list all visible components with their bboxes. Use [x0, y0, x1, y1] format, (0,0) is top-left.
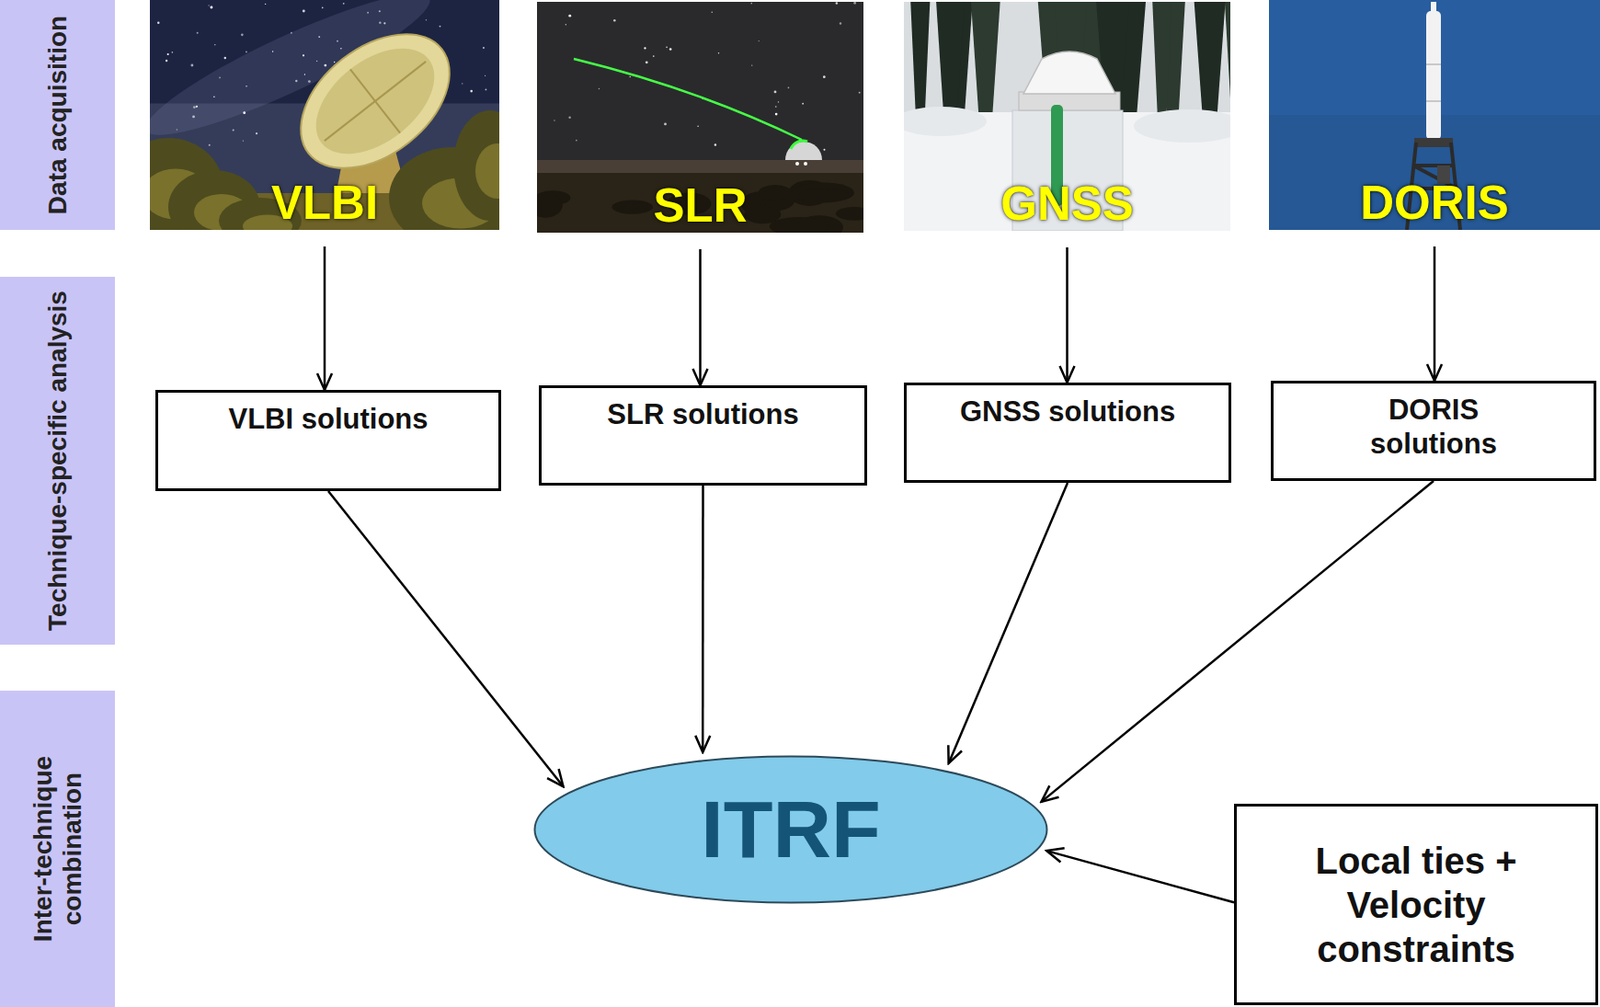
technique-photo: DORIS	[1268, 0, 1600, 230]
rotated-holder: Inter-technique combination	[27, 704, 87, 994]
rotated-holder: Technique-specific analysis	[42, 290, 72, 631]
flow-arrow	[1433, 246, 1437, 381]
row-label: Technique-specific analysis	[42, 290, 72, 631]
technique-photo: SLR	[537, 1, 864, 233]
row-label: Data acquisition	[42, 13, 72, 217]
flow-arrow	[1046, 850, 1235, 903]
node-label: ITRF	[700, 788, 881, 870]
node-label: VLBI solutions	[228, 401, 429, 436]
technique-photo: VLBI	[149, 0, 500, 230]
technique-name: DORIS	[1360, 179, 1509, 227]
row-band: Technique-specific analysis	[0, 276, 115, 645]
result-ellipse: ITRF	[533, 754, 1049, 904]
solution-box: SLR solutions	[538, 385, 868, 486]
flow-arrow	[323, 246, 327, 390]
solution-box: GNSS solutions	[903, 382, 1232, 483]
solution-box: DORIS solutions	[1270, 380, 1597, 481]
input-box: Local ties + Velocity constraints	[1234, 803, 1599, 1006]
technique-name: SLR	[653, 182, 748, 229]
technique-name: GNSS	[1000, 180, 1134, 228]
row-band: Inter-technique combination	[0, 690, 115, 1007]
flow-arrow	[1040, 480, 1434, 802]
flow-arrow	[948, 482, 1068, 764]
node-label: DORIS solutions	[1346, 392, 1521, 461]
flow-arrow	[698, 249, 702, 386]
technique-photo: GNSS	[903, 1, 1231, 231]
node-label: SLR solutions	[606, 397, 799, 432]
flow-arrow	[701, 485, 705, 753]
solution-box: VLBI solutions	[155, 389, 502, 492]
rotated-holder: Data acquisition	[42, 13, 72, 217]
node-label: GNSS solutions	[960, 394, 1176, 429]
flow-arrow	[328, 491, 564, 787]
row-band: Data acquisition	[0, 0, 115, 230]
flow-arrow	[1065, 247, 1069, 383]
technique-name: VLBI	[271, 179, 378, 227]
node-label: Local ties + Velocity constraints	[1301, 838, 1532, 972]
row-label: Inter-technique combination	[27, 704, 87, 994]
